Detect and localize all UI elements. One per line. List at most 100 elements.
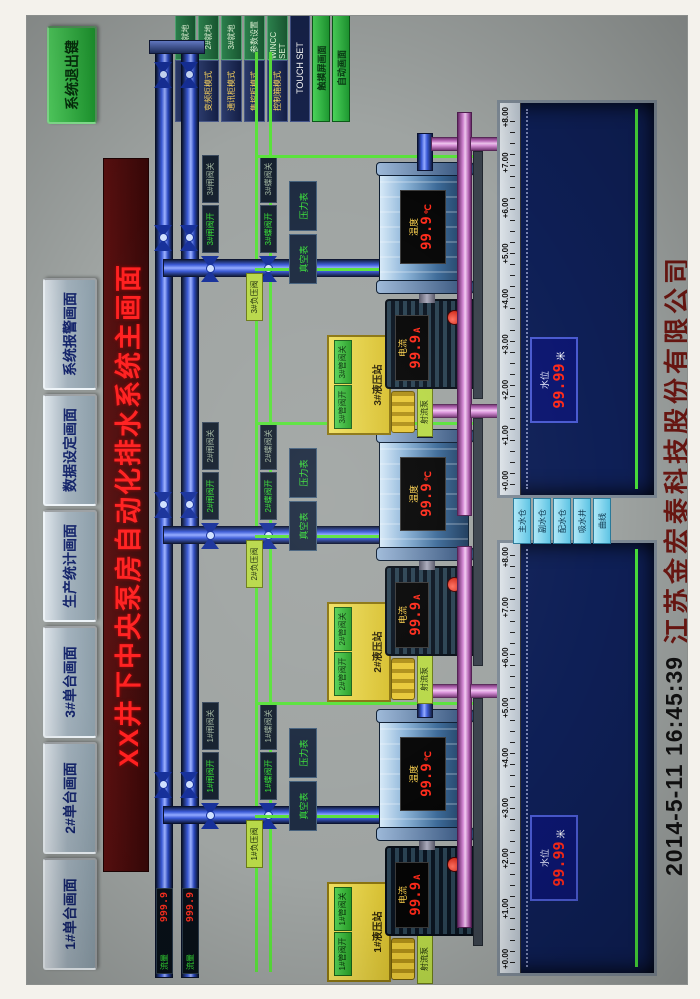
pump-body[interactable]: 温度 99.9℃ (376, 429, 474, 561)
vacuum-valve-label: 1#负压阀 (246, 820, 263, 868)
scale-label: +1.00 (501, 425, 510, 446)
temperature-display: 温度 99.9℃ (400, 190, 446, 264)
pipe-valve-close-button[interactable]: 1#管阀关 (334, 887, 352, 931)
temperature-value: 99.9 (419, 216, 435, 250)
menu-button-pump1-screen[interactable]: 1#单台画面 (43, 858, 97, 970)
pump-base (473, 151, 483, 399)
hydraulic-station-panel: 2#管阀开 2#管阀关 2#液压站 (327, 602, 391, 702)
temperature-value: 99.9 (419, 763, 435, 797)
water-sump-tank-right: +0.00+1.00+2.00+3.00+4.00+5.00+6.00+7.00… (497, 100, 657, 498)
valve-open-status: 1#闸阀开 (202, 752, 219, 800)
flow-value: 999.9 (159, 892, 170, 923)
sump-button-main[interactable]: 主水仓 (513, 498, 531, 544)
vacuum-gauge: 真空表 (289, 501, 317, 551)
scale-label: +0.00 (501, 948, 510, 969)
scale-label: +2.00 (501, 848, 510, 869)
water-surface-line (526, 109, 528, 489)
current-label: 电流 (398, 339, 408, 358)
scale-label: +7.00 (501, 152, 510, 173)
hydraulic-station-panel: 1#管阀开 1#管阀关 1#液压站 (327, 882, 391, 982)
temperature-display: 温度 99.9℃ (400, 737, 446, 811)
gate-valve-icon[interactable] (201, 803, 219, 829)
temperature-unit: ℃ (424, 204, 434, 215)
pump-body[interactable]: 温度 99.9℃ (376, 162, 474, 294)
sump-button-curve[interactable]: 曲线 (593, 498, 611, 544)
jet-pump-label: 射流泵 (417, 934, 433, 984)
current-unit: A (413, 327, 423, 333)
hydraulic-pump-icon (391, 658, 415, 700)
pipe-valve-close-button[interactable]: 3#管阀关 (334, 340, 352, 384)
pressure-gauge: 压力表 (289, 448, 317, 498)
scale-label: +8.00 (501, 107, 510, 128)
scale-label: +4.00 (501, 747, 510, 769)
temperature-unit: ℃ (424, 471, 434, 482)
sump-button-aux[interactable]: 副水仓 (533, 498, 551, 544)
pipe-valve-open-button[interactable]: 2#管阀开 (334, 652, 352, 696)
scale-label: +7.00 (501, 597, 510, 618)
suction-header-pipe (457, 546, 472, 928)
pump-body[interactable]: 温度 99.9℃ (376, 709, 474, 841)
temperature-label: 温度 (409, 218, 419, 237)
gate-valve-icon[interactable] (201, 256, 219, 282)
sump-button-well[interactable]: 吸水井 (573, 498, 591, 544)
menu-button-pump2-screen[interactable]: 2#单台画面 (43, 742, 97, 854)
system-exit-button[interactable]: 系统退出键 (47, 26, 97, 124)
pump-base (473, 698, 483, 946)
water-level-value: 99.99 (549, 363, 568, 409)
pipe-junction-valve-icon (154, 225, 172, 251)
pipe-end-valve-icon (154, 62, 172, 88)
menu-button-pump3-screen[interactable]: 3#单台画面 (43, 626, 97, 738)
level-scale-ruler: +0.00+1.00+2.00+3.00+4.00+5.00+6.00+7.00… (500, 543, 521, 973)
vacuum-pipe-drop (255, 535, 381, 538)
scale-label: +0.00 (501, 470, 510, 491)
valve-open-status: 3#闸阀开 (202, 205, 219, 253)
pipe-end-flange (149, 40, 205, 54)
vacuum-gauge: 真空表 (289, 234, 317, 284)
jet-pump-label: 射流泵 (417, 387, 433, 437)
level-scale-ticks (510, 113, 515, 485)
valve-open-status: 2#蝶阀开 (260, 472, 277, 520)
valve-close-status: 1#蝶阀关 (260, 702, 277, 750)
suction-header-pipe (457, 112, 472, 516)
water-level-value: 99.99 (549, 841, 568, 887)
sump-button-dist[interactable]: 配水仓 (553, 498, 571, 544)
valve-open-status: 2#闸阀开 (202, 472, 219, 520)
valve-close-status: 3#蝶阀关 (260, 155, 277, 203)
current-unit: A (413, 594, 423, 600)
water-sump-tank-left: +0.00+1.00+2.00+3.00+4.00+5.00+6.00+7.00… (497, 540, 657, 976)
valve-open-status: 3#蝶阀开 (260, 205, 277, 253)
valve-close-status: 3#闸阀关 (202, 155, 219, 203)
flow-label: 流量 (160, 954, 169, 970)
vacuum-pipe-drop (255, 268, 381, 271)
temperature-label: 温度 (409, 765, 419, 784)
level-scale-ticks (510, 553, 515, 963)
pressure-gauge: 压力表 (289, 728, 317, 778)
water-level-unit: 米 (555, 829, 566, 839)
temperature-display: 温度 99.9℃ (400, 457, 446, 531)
pipe-valve-open-button[interactable]: 3#管阀开 (334, 385, 352, 429)
pipe-junction-valve-icon (154, 772, 172, 798)
menu-button-production-stats[interactable]: 生产统计画面 (43, 510, 97, 622)
water-level-unit: 米 (555, 351, 566, 361)
water-level-readout: 水位 99.99米 (530, 815, 578, 901)
scale-label: +5.00 (501, 243, 510, 264)
pipe-valve-open-button[interactable]: 1#管阀开 (334, 932, 352, 976)
jet-pump-label: 射流泵 (417, 654, 433, 704)
menu-button-data-settings[interactable]: 数据设定画面 (43, 394, 97, 506)
current-display: 电流 99.9A (395, 582, 429, 648)
hydraulic-station-label: 1#液压站 (373, 911, 384, 953)
local-button-pump3[interactable]: 3#就地 (221, 15, 242, 60)
temperature-value: 99.9 (419, 483, 435, 517)
pipe-valve-close-button[interactable]: 2#管阀关 (334, 607, 352, 651)
gate-valve-icon[interactable] (201, 523, 219, 549)
pressure-gauge: 压力表 (289, 181, 317, 231)
hydraulic-pump-icon (391, 391, 415, 433)
scale-label: +3.00 (501, 334, 510, 355)
level-scale-labels: +0.00+1.00+2.00+3.00+4.00+5.00+6.00+7.00… (500, 543, 510, 973)
scale-label: +2.00 (501, 379, 510, 401)
current-display: 电流 99.9A (395, 862, 429, 928)
menu-button-system-alarm[interactable]: 系统报警画面 (43, 278, 97, 390)
scale-label: +6.00 (501, 647, 510, 668)
hydraulic-station-label: 3#液压站 (373, 364, 384, 406)
